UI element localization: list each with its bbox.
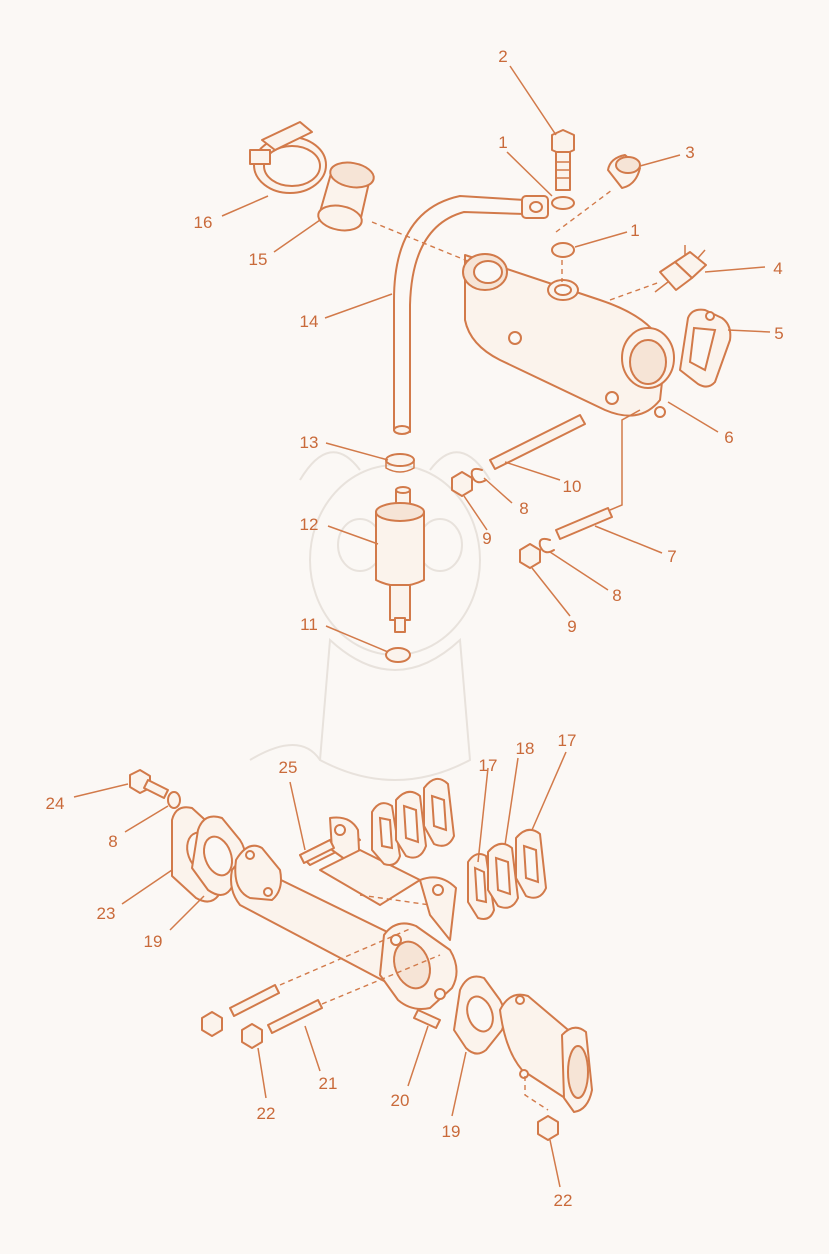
callout-14: 14 <box>300 312 319 331</box>
fuel-filter <box>375 486 425 633</box>
water-manifold <box>462 253 675 418</box>
callout-20: 20 <box>391 1091 410 1110</box>
callout-21: 21 <box>319 1074 338 1093</box>
sealing-washer-upper <box>551 196 575 210</box>
coolant-hose-outer <box>393 195 526 431</box>
callout-22: 22 <box>554 1191 573 1210</box>
callout-12: 12 <box>300 515 319 534</box>
callout-22: 22 <box>257 1104 276 1123</box>
callout-11: 11 <box>300 615 318 634</box>
hose-end <box>393 425 411 435</box>
callout-4: 4 <box>773 259 782 278</box>
elbow-stud <box>413 1009 441 1029</box>
banjo-bolt <box>551 129 575 191</box>
callout-13: 13 <box>300 433 319 452</box>
lock-washer-lower <box>538 537 555 554</box>
exhaust-elbow <box>499 993 593 1113</box>
callout-16: 16 <box>194 213 213 232</box>
callout-9: 9 <box>482 529 491 548</box>
manifold-bolt <box>129 769 169 799</box>
banjo-fitting <box>521 195 549 219</box>
callout-1: 1 <box>498 133 507 152</box>
callout-2: 2 <box>498 47 507 66</box>
hose-clip <box>385 453 415 473</box>
callout-17: 17 <box>558 731 577 750</box>
callout-8: 8 <box>612 586 621 605</box>
alignment-line <box>609 409 641 511</box>
callout-3: 3 <box>685 143 694 162</box>
callout-17: 17 <box>479 756 498 775</box>
callout-5: 5 <box>774 324 783 343</box>
elbow-nut <box>537 1115 559 1141</box>
coolant-hose-inner <box>409 211 526 433</box>
callout-19: 19 <box>144 932 163 951</box>
temperature-sender <box>654 245 707 293</box>
sealing-washer-lower <box>551 242 575 258</box>
exhaust-stud-upper <box>229 984 280 1017</box>
callout-10: 10 <box>563 477 582 496</box>
nut-lower <box>519 543 541 569</box>
lock-washer-upper <box>470 467 487 484</box>
plug <box>607 154 641 189</box>
callout-6: 6 <box>724 428 733 447</box>
hose-clamp <box>249 121 327 194</box>
alignment-line <box>359 894 431 906</box>
callout-15: 15 <box>249 250 268 269</box>
callout-9: 9 <box>567 617 576 636</box>
alignment-line <box>279 927 413 986</box>
alignment-line <box>371 221 471 263</box>
flange-nut-upper <box>201 1011 223 1037</box>
callout-25: 25 <box>279 758 298 777</box>
nut-upper <box>451 471 473 497</box>
callout-8: 8 <box>108 832 117 851</box>
callout-18: 18 <box>516 739 535 758</box>
alignment-line <box>524 1076 549 1111</box>
stud-short <box>555 507 613 540</box>
thermostat-gasket <box>679 308 732 388</box>
callout-24: 24 <box>46 794 65 813</box>
alignment-line <box>555 189 613 233</box>
elbow-gasket <box>453 975 506 1055</box>
callout-19: 19 <box>442 1122 461 1141</box>
port-gasket-group-rear <box>371 777 455 866</box>
flange-nut-lower <box>241 1023 263 1049</box>
leader-lines <box>73 65 771 1188</box>
callout-7: 7 <box>667 547 676 566</box>
callout-8: 8 <box>519 499 528 518</box>
port-gasket-group-front <box>467 828 547 920</box>
alignment-line <box>609 281 661 301</box>
watermark-figure <box>249 451 491 781</box>
callout-23: 23 <box>97 904 116 923</box>
alignment-line <box>321 954 441 1005</box>
stud-long <box>489 414 586 470</box>
bolt-washer <box>167 791 181 809</box>
exhaust-stud-lower <box>267 999 323 1034</box>
hose-sleeve <box>317 161 375 232</box>
manifold-stud <box>299 839 335 864</box>
copper-washer <box>385 647 411 663</box>
callout-labels: 2 1 3 1 4 5 16 15 14 6 13 10 8 9 12 7 8 … <box>46 47 784 1210</box>
callout-1: 1 <box>630 221 639 240</box>
